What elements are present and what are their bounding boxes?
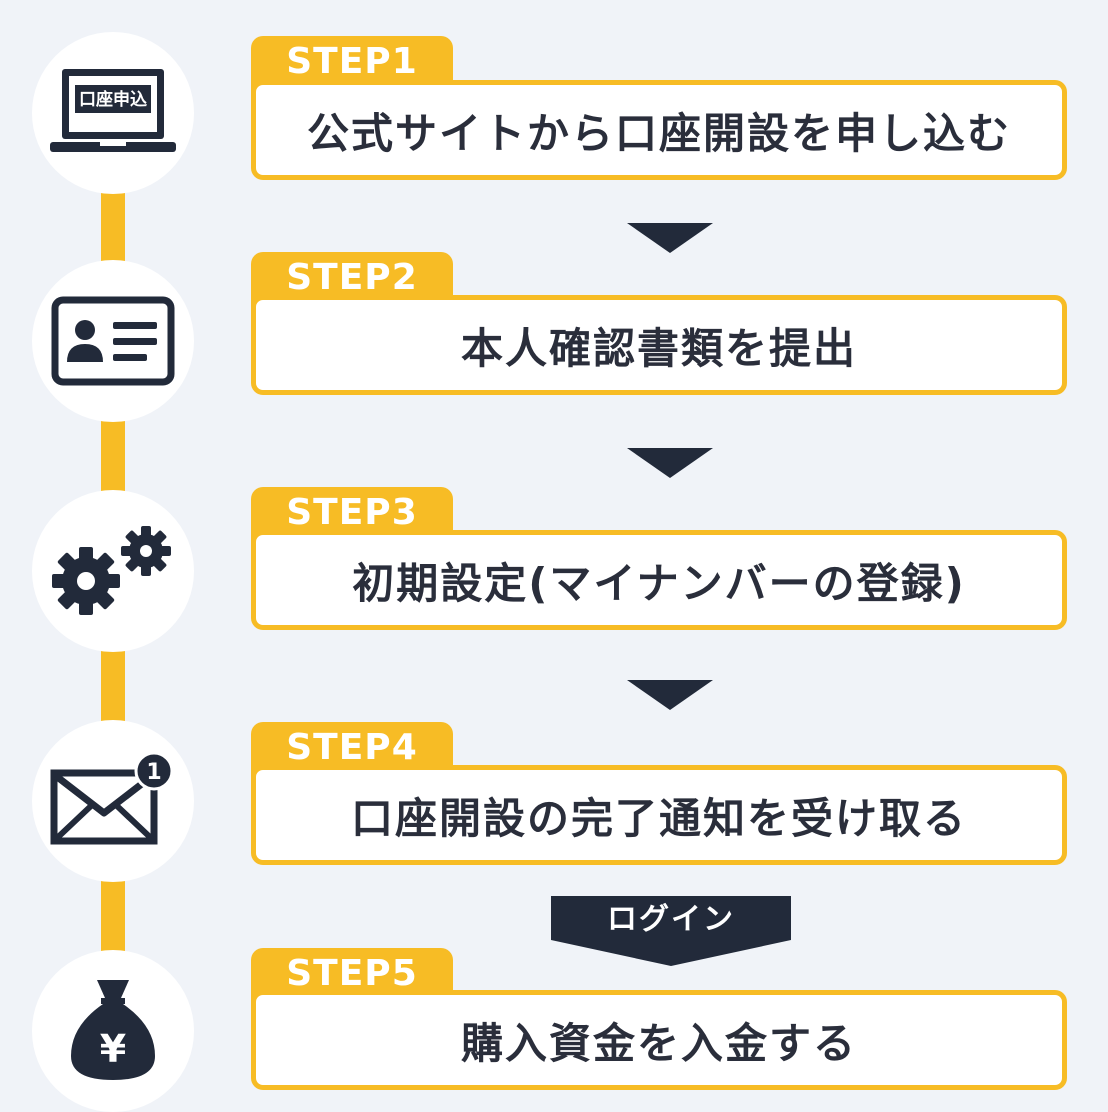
connector-line xyxy=(101,648,125,728)
login-arrow-banner xyxy=(551,896,791,966)
arrow-down-icon xyxy=(627,680,713,710)
connector-line xyxy=(101,190,125,270)
step2-box: 本人確認書類を提出 xyxy=(251,295,1067,395)
step5-box: 購入資金を入金する xyxy=(251,990,1067,1090)
id-card-icon xyxy=(51,296,175,386)
step5-icon-circle: ¥ xyxy=(32,950,194,1112)
notification-badge-count: 1 xyxy=(146,760,161,785)
connector-line xyxy=(101,418,125,498)
step3-box: 初期設定(マイナンバーの登録) xyxy=(251,530,1067,630)
step4-box: 口座開設の完了通知を受け取る xyxy=(251,765,1067,865)
step1-icon-circle: 口座申込 xyxy=(32,32,194,194)
mail-notification-icon: 1 xyxy=(50,751,174,845)
login-label: ログイン xyxy=(607,902,735,937)
yen-symbol: ¥ xyxy=(100,1027,126,1071)
step1-box: 公式サイトから口座開設を申し込む xyxy=(251,80,1067,180)
gears-icon xyxy=(52,526,171,615)
step2-icon-circle xyxy=(32,260,194,422)
step3-icon-circle xyxy=(32,490,194,652)
arrow-down-icon xyxy=(627,223,713,253)
arrow-down-icon xyxy=(627,448,713,478)
step4-icon-circle: 1 xyxy=(32,720,194,882)
notification-badge xyxy=(134,751,174,791)
laptop-screen-label: 口座申込 xyxy=(79,89,147,110)
connector-line xyxy=(101,878,125,958)
money-bag-icon: ¥ xyxy=(71,980,155,1080)
laptop-icon: 口座申込 xyxy=(50,69,176,152)
